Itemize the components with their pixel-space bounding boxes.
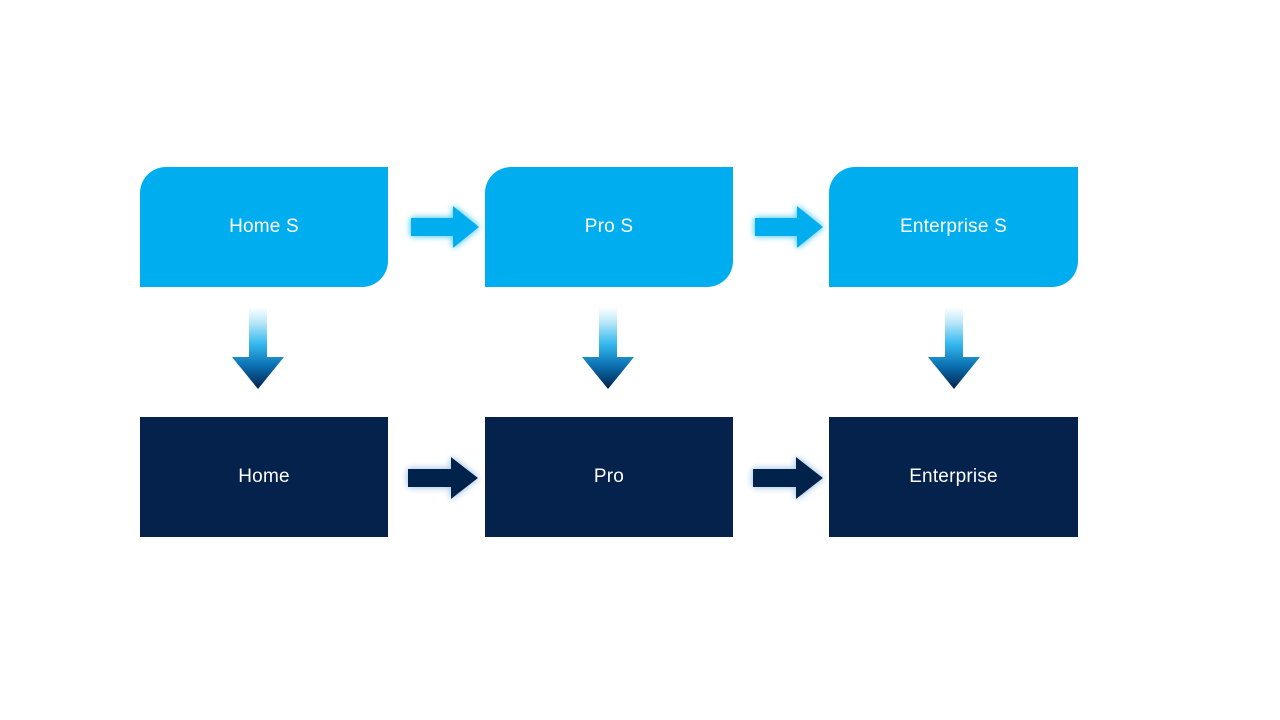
node-enterprise-label: Enterprise	[909, 465, 998, 487]
connector-home-to-pro	[408, 454, 478, 502]
node-home[interactable]: Home	[140, 417, 388, 537]
node-home-s-label: Home S	[229, 215, 299, 237]
connector-pro-to-enterprise	[753, 454, 823, 502]
connector-home-s-to-home	[232, 307, 284, 389]
node-pro[interactable]: Pro	[485, 417, 733, 537]
node-home-label: Home	[238, 465, 290, 487]
node-pro-s[interactable]: Pro S	[485, 167, 733, 287]
connector-pro-s-to-pro	[582, 307, 634, 389]
node-enterprise[interactable]: Enterprise	[829, 417, 1078, 537]
node-pro-s-label: Pro S	[584, 215, 634, 237]
node-pro-label: Pro	[593, 465, 625, 487]
node-home-s[interactable]: Home S	[140, 167, 388, 287]
connector-pro-s-to-enterprise-s	[755, 203, 823, 251]
connector-home-s-to-pro-s	[411, 203, 479, 251]
node-enterprise-s-label: Enterprise S	[900, 215, 1007, 237]
node-enterprise-s[interactable]: Enterprise S	[829, 167, 1078, 287]
connector-enterprise-s-to-enterprise	[928, 307, 980, 389]
